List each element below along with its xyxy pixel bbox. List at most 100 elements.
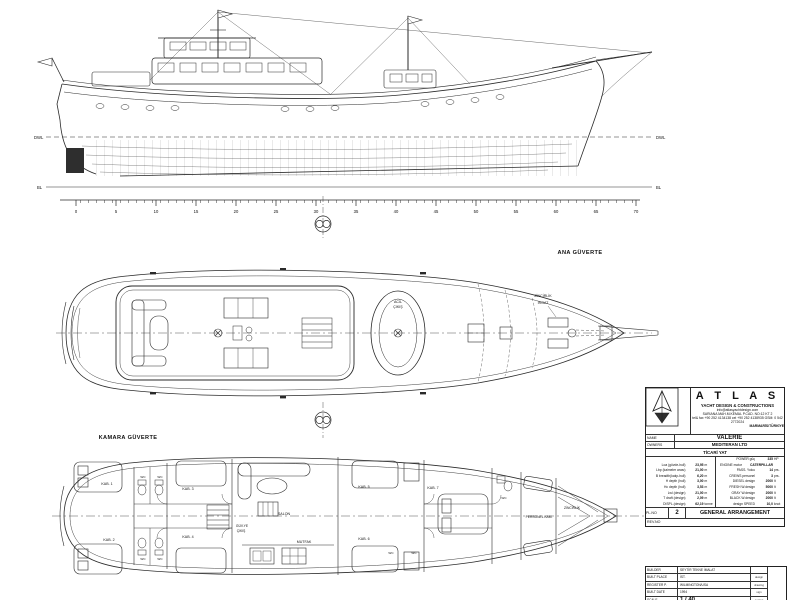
svg-text:30: 30 — [314, 209, 319, 214]
owners-value: MEDITERAN LTD — [674, 442, 784, 448]
aft-beds — [73, 461, 123, 575]
main-deck-title: ANA GÜVERTE — [558, 249, 603, 256]
crew-cabin-label: PERSONEL KAM. — [526, 515, 553, 519]
wc-fixtures — [137, 479, 164, 556]
bl-label-left: BL — [37, 185, 43, 190]
company-name: A T L A S — [695, 390, 780, 402]
rudder — [66, 148, 84, 173]
svg-text:0: 0 — [75, 209, 78, 214]
stern-flagpole — [51, 57, 65, 83]
vessel-name: VALERIE — [674, 435, 784, 441]
svg-text:40: 40 — [394, 209, 399, 214]
cabin2-label: KAB. 2 — [103, 538, 114, 542]
door-swings — [156, 493, 502, 539]
deckhouse-windows — [157, 62, 307, 73]
windlass — [547, 305, 607, 349]
atlas-logo — [645, 387, 691, 434]
kab7-bed — [437, 493, 489, 535]
portholes — [95, 94, 505, 112]
svg-text:55: 55 — [514, 209, 519, 214]
bobstay — [600, 51, 653, 98]
bulwark-inner-line — [71, 275, 617, 391]
cabin7-label: KAB. 7 — [427, 486, 438, 490]
mizzen-mast-section — [393, 328, 403, 338]
svg-text:70: 70 — [634, 209, 639, 214]
stem — [577, 60, 605, 167]
salon-table — [149, 315, 169, 351]
main-mast-section — [213, 328, 223, 338]
approval-sign: sign — [751, 588, 767, 595]
bowsprit-base — [603, 508, 618, 523]
skylights — [223, 297, 269, 369]
svg-text:45: 45 — [434, 209, 439, 214]
rig — [36, 9, 653, 98]
drawing-title: GENERAL ARRANGEMENT — [699, 510, 771, 517]
cabin1-label: KAB. 1 — [101, 482, 112, 486]
cabin-deck-title: KAMARA GÜVERTE — [99, 434, 158, 441]
approval-design: design — [751, 573, 767, 580]
name-label: NAME — [647, 436, 657, 440]
aft-trunk-windows — [389, 73, 433, 83]
section-symbol-1 — [314, 196, 332, 238]
wc-label-1: WC — [140, 475, 146, 479]
crew-berths — [523, 476, 553, 556]
cleats — [150, 268, 426, 399]
sheer-line — [61, 60, 597, 99]
cabin3-label: KAB. 3 — [182, 487, 193, 491]
cap-rail — [61, 56, 597, 95]
plan-number-row: PL.NO 2 GENERAL ARRANGEMENT — [646, 507, 784, 519]
company-address: SARIANA MAH.M.KEMAL P.CAD. NO:12 KT 2 — [702, 412, 773, 416]
cabin-deck-labels: KAMARA GÜVERTE KAB. 1 KAB. 2 KAB. 3 KAB.… — [99, 434, 581, 561]
corridor-lines — [134, 467, 492, 565]
title-block: A T L A S YACHT DESIGN & CONSTRUCTIONS i… — [645, 387, 787, 600]
deck-bowsprit — [597, 325, 659, 341]
svg-text:25: 25 — [274, 209, 279, 214]
stern-bench-inner — [77, 307, 81, 359]
aft-cabin-trunk — [383, 69, 437, 89]
stern-bench — [70, 305, 75, 361]
plno-value: 2 — [668, 508, 686, 519]
cabin6-label: KAB. 6 — [358, 537, 369, 541]
vessel-name-row: NAME VALERIE — [646, 434, 784, 441]
bulkheads — [133, 457, 557, 575]
owners-row: OWNERS MEDITERAN LTD — [646, 441, 784, 448]
pilothouse-windows — [169, 41, 247, 51]
plno-label: PL.NO — [646, 511, 657, 516]
bowsprit — [551, 51, 653, 69]
cabin5-label: KAB. 5 — [358, 485, 369, 489]
salon-label: SALON — [278, 512, 291, 516]
wc-label-4: WC — [157, 557, 163, 561]
cabin-deck-view — [52, 457, 648, 575]
deckhouse-inner — [119, 289, 351, 377]
wc-label-3: WC — [140, 557, 146, 561]
profile-view — [36, 9, 653, 206]
u-settee — [131, 299, 169, 367]
mid-beds — [175, 460, 227, 574]
galley-label: MUTFAK — [297, 540, 312, 544]
dwl-label-left: DWL — [34, 135, 44, 140]
deck-outline — [65, 269, 625, 397]
deck-exit-label-1: GÜV.YE — [236, 524, 249, 528]
fwd-beds — [351, 460, 420, 573]
dwl-label-right: DWL — [656, 135, 666, 140]
aft-deckhouse — [91, 71, 151, 87]
approval-column: design drawing sign control — [750, 567, 767, 600]
deckhouse-outline — [115, 285, 355, 381]
